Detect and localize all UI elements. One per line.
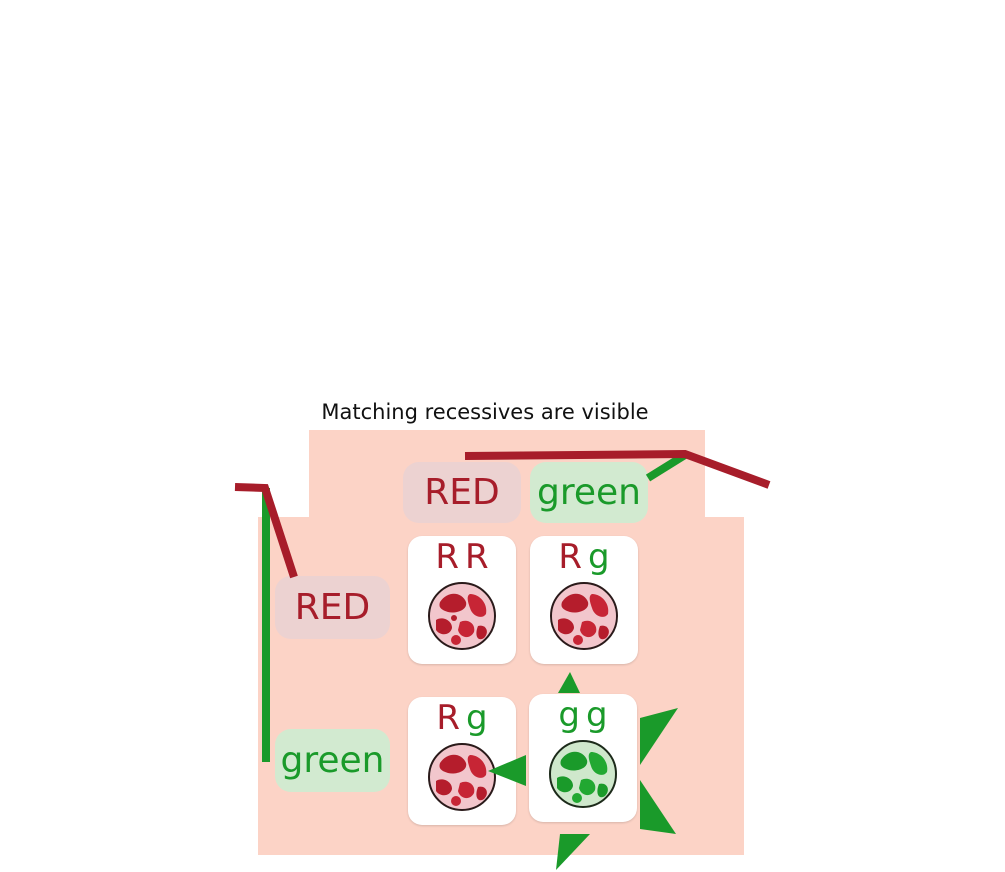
- red-spotted-ball-icon: [428, 743, 496, 811]
- allele-1: R: [435, 537, 459, 577]
- allele-1: g: [558, 695, 580, 735]
- allele-2: g: [586, 695, 608, 735]
- green-spotted-ball-icon: [549, 740, 617, 808]
- red-spotted-ball-icon: [550, 582, 618, 650]
- allele-2: R: [465, 537, 489, 577]
- top-label-red: RED: [403, 462, 521, 523]
- allele-2: g: [588, 537, 610, 577]
- allele-1: R: [558, 537, 583, 577]
- allele-1: R: [436, 698, 461, 738]
- allele-2: g: [466, 698, 488, 738]
- side-label-red: RED: [275, 576, 390, 639]
- diagram-title: Matching recessives are visible: [321, 400, 649, 424]
- red-spotted-ball-icon: [428, 582, 496, 650]
- side-label-green: green: [275, 729, 390, 792]
- top-label-green: green: [530, 462, 648, 523]
